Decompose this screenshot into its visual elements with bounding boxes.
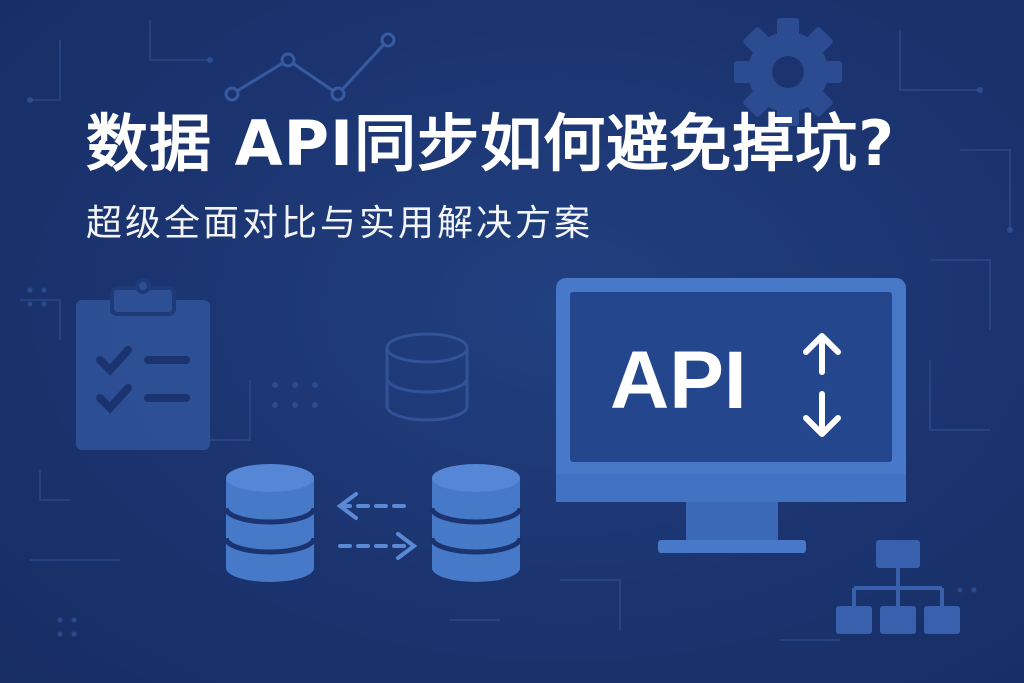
clipboard-checklist-icon — [76, 278, 210, 450]
page-title: 数据 API同步如何避免掉坑? — [86, 107, 896, 180]
page-subtitle: 超级全面对比与实用解决方案 — [86, 203, 594, 244]
monitor-label: API — [610, 335, 747, 426]
database-left — [223, 464, 317, 582]
hierarchy-icon — [836, 540, 960, 634]
database-icon — [385, 332, 469, 422]
circuit-dots — [27, 57, 1013, 637]
gear-icon — [734, 18, 842, 126]
line-chart-icon — [224, 32, 396, 102]
sync-arrows-icon — [336, 492, 418, 560]
up-down-arrows-icon — [803, 333, 841, 437]
database-right — [429, 464, 523, 582]
